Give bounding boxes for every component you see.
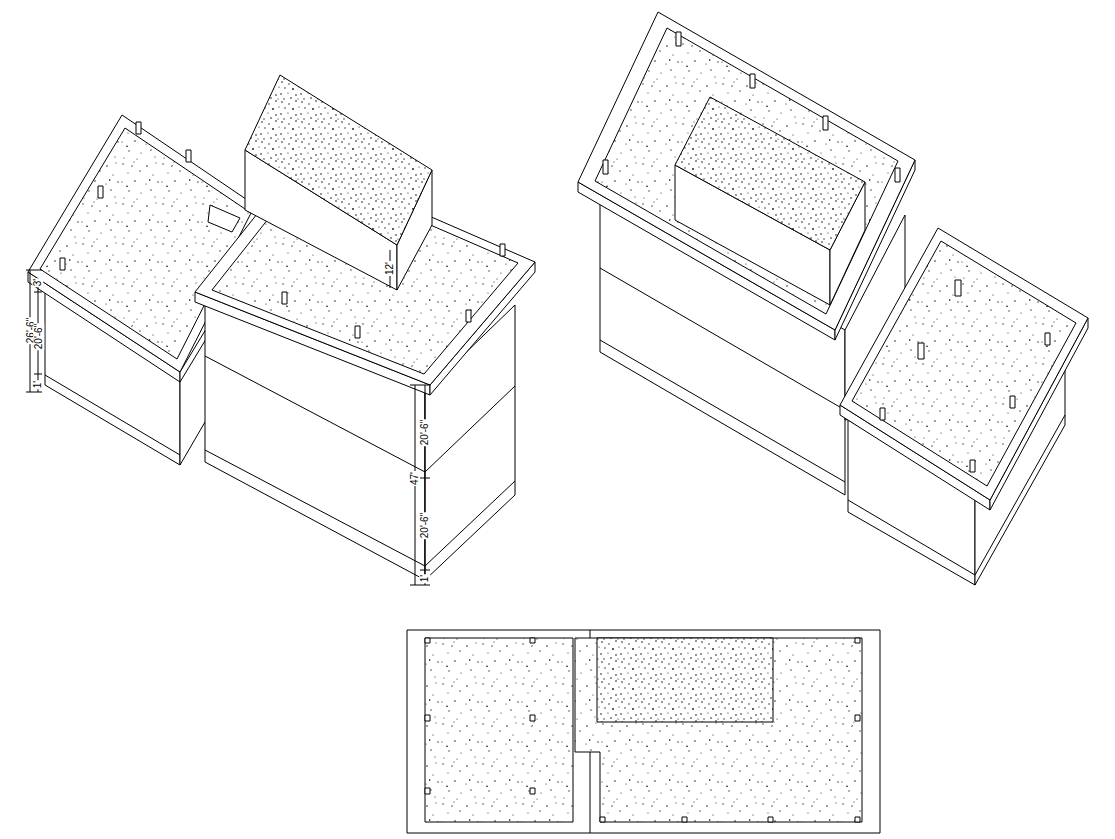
dimension-label: 20'-6" [33,322,44,349]
dimension-label: 12' [384,260,395,275]
dimension-label: 1' [32,379,43,388]
dimension-label: 1' [419,573,430,582]
dimension-label: 3' [32,277,43,286]
dimension-label: 20'-6" [419,418,430,445]
dimension-label: 20'-6" [419,511,430,538]
dimension-label: 47' [409,470,420,485]
